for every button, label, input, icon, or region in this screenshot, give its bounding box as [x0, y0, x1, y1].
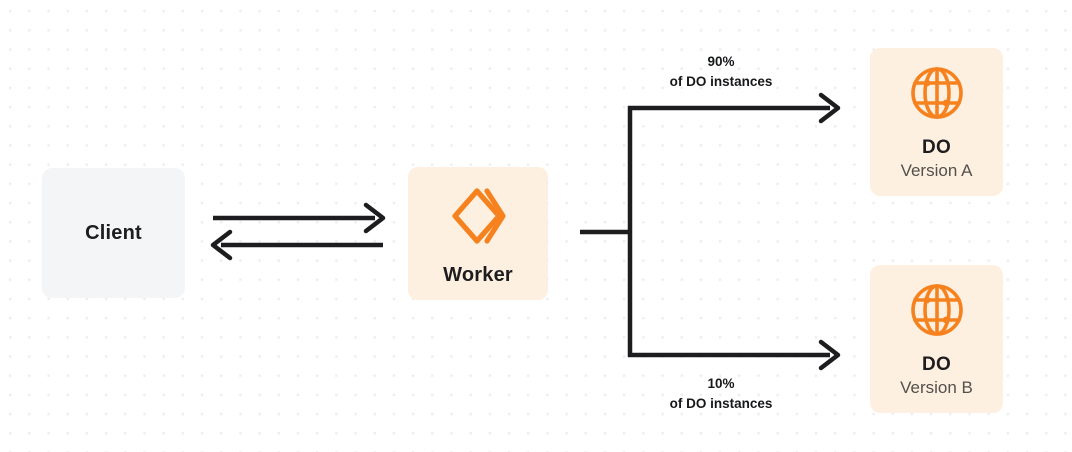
node-do-a-sublabel: Version A — [900, 161, 973, 181]
node-do-version-a[interactable]: DO Version A — [870, 48, 1003, 196]
node-do-version-b[interactable]: DO Version B — [870, 265, 1003, 413]
edge-worker-to-client — [210, 229, 383, 261]
edge-label-do-a-percent: 90% — [707, 54, 735, 69]
node-do-b-label: DO — [922, 353, 951, 375]
node-do-b-sublabel: Version B — [900, 378, 973, 398]
edge-label-do-a-description: of DO instances — [669, 73, 773, 89]
globe-icon — [908, 281, 966, 344]
cloudflare-workers-icon — [447, 185, 509, 252]
edge-client-to-worker — [213, 202, 386, 234]
edge-label-do-a: 90% of DO instances — [656, 52, 786, 91]
node-client[interactable]: Client — [42, 168, 185, 298]
edge-worker-to-do-b — [628, 339, 841, 371]
node-client-label: Client — [85, 221, 142, 244]
edge-label-do-b-description: of DO instances — [669, 395, 773, 411]
node-worker[interactable]: Worker — [408, 167, 548, 300]
node-worker-label: Worker — [443, 263, 513, 286]
edge-worker-split-trunk — [580, 106, 633, 357]
edge-worker-to-do-a — [628, 92, 841, 124]
globe-icon — [908, 64, 966, 127]
node-do-a-label: DO — [922, 136, 951, 158]
edge-label-do-b: 10% of DO instances — [656, 374, 786, 413]
edge-label-do-b-percent: 10% — [707, 376, 735, 391]
